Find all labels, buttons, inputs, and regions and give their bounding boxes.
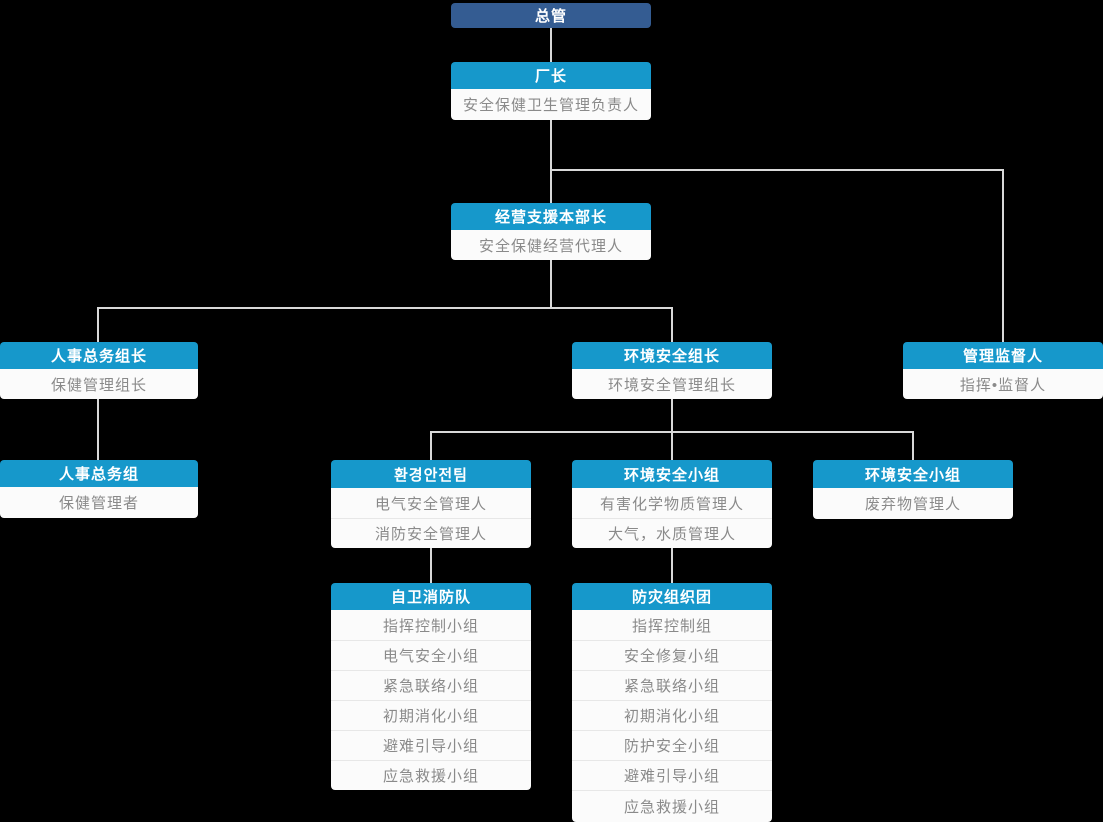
connector-director-down <box>550 120 552 203</box>
node-member: 大气，水质管理人 <box>572 518 772 548</box>
node-subtitle: 环境安全管理组长 <box>572 369 772 399</box>
node-subtitle: 安全保健卫生管理负责人 <box>451 89 651 120</box>
connector-level3-horizontal <box>97 307 673 309</box>
node-member: 防护安全小组 <box>572 730 772 760</box>
connector-support-head-down <box>550 259 552 308</box>
node-member: 指挥控制组 <box>572 610 772 640</box>
node-title: 人事总务组 <box>0 460 198 487</box>
node-subtitle: 保健管理者 <box>0 487 198 518</box>
org-node-env-safety-group-mid: 环境安全小组 有害化学物质管理人 大气，水质管理人 <box>572 460 772 548</box>
node-title: 环境安全小组 <box>813 460 1013 488</box>
node-member: 初期消化小组 <box>331 700 531 730</box>
node-subtitle: 指挥•监督人 <box>903 369 1103 399</box>
node-member: 电气安全小组 <box>331 640 531 670</box>
node-title: 环境安全组长 <box>572 342 772 369</box>
connector-env-leader-down <box>671 399 673 432</box>
node-member: 避难引导小组 <box>572 760 772 790</box>
node-member: 初期消化小组 <box>572 700 772 730</box>
node-member: 应急救援小组 <box>572 790 772 822</box>
node-member: 紧急联络小组 <box>572 670 772 700</box>
connector-to-disaster-org <box>671 548 673 583</box>
connector-env-team-vertical <box>430 431 432 460</box>
connector-supervisor-vertical <box>1002 169 1004 342</box>
node-member: 电气安全管理人 <box>331 488 531 518</box>
org-node-env-safety-group-right: 环境安全小组 废弃物管理人 <box>813 460 1013 519</box>
node-member: 指挥控制小组 <box>331 610 531 640</box>
node-member: 废弃物管理人 <box>813 488 1013 519</box>
org-node-hr-general-affairs-team: 人事总务组 保健管理者 <box>0 460 198 518</box>
connector-to-fire-brigade <box>430 548 432 583</box>
connector-hr-leader-to-team <box>97 399 99 460</box>
node-subtitle: 保健管理组长 <box>0 369 198 399</box>
org-node-management-support-head: 经营支援本部长 安全保健经营代理人 <box>451 203 651 260</box>
node-title: 厂长 <box>451 62 651 89</box>
connector-branch-to-supervisor-horizontal <box>550 169 1004 171</box>
connector-root-to-director <box>550 28 552 62</box>
node-title: 人事总务组长 <box>0 342 198 369</box>
org-node-root: 总管 <box>451 3 651 28</box>
org-node-env-safety-team: 환경안전팀 电气安全管理人 消防安全管理人 <box>331 460 531 548</box>
org-node-factory-director: 厂长 安全保健卫生管理负责人 <box>451 62 651 120</box>
connector-env-group-right-vertical <box>912 431 914 460</box>
connector-env-leader-vertical <box>671 307 673 342</box>
connector-env-group-mid-vertical <box>671 431 673 460</box>
org-node-management-supervisor: 管理监督人 指挥•监督人 <box>903 342 1103 399</box>
node-title: 防灾组织团 <box>572 583 772 610</box>
org-node-disaster-prevention-org: 防灾组织团 指挥控制组 安全修复小组 紧急联络小组 初期消化小组 防护安全小组 … <box>572 583 772 822</box>
node-title: 经营支援本部长 <box>451 203 651 230</box>
node-title: 环境安全小组 <box>572 460 772 488</box>
org-node-self-defense-fire-brigade: 自卫消防队 指挥控制小组 电气安全小组 紧急联络小组 初期消化小组 避难引导小组… <box>331 583 531 790</box>
node-title: 환경안전팀 <box>331 460 531 488</box>
node-member: 消防安全管理人 <box>331 518 531 548</box>
org-node-env-safety-leader: 环境安全组长 环境安全管理组长 <box>572 342 772 399</box>
node-member: 紧急联络小组 <box>331 670 531 700</box>
node-member: 安全修复小组 <box>572 640 772 670</box>
connector-hr-leader-vertical <box>97 307 99 342</box>
node-title: 管理监督人 <box>903 342 1103 369</box>
org-node-hr-general-affairs-leader: 人事总务组长 保健管理组长 <box>0 342 198 399</box>
node-title: 总管 <box>451 3 651 28</box>
node-title: 自卫消防队 <box>331 583 531 610</box>
node-member: 应急救援小组 <box>331 760 531 790</box>
node-subtitle: 安全保健经营代理人 <box>451 230 651 260</box>
node-member: 避难引导小组 <box>331 730 531 760</box>
node-member: 有害化学物质管理人 <box>572 488 772 518</box>
